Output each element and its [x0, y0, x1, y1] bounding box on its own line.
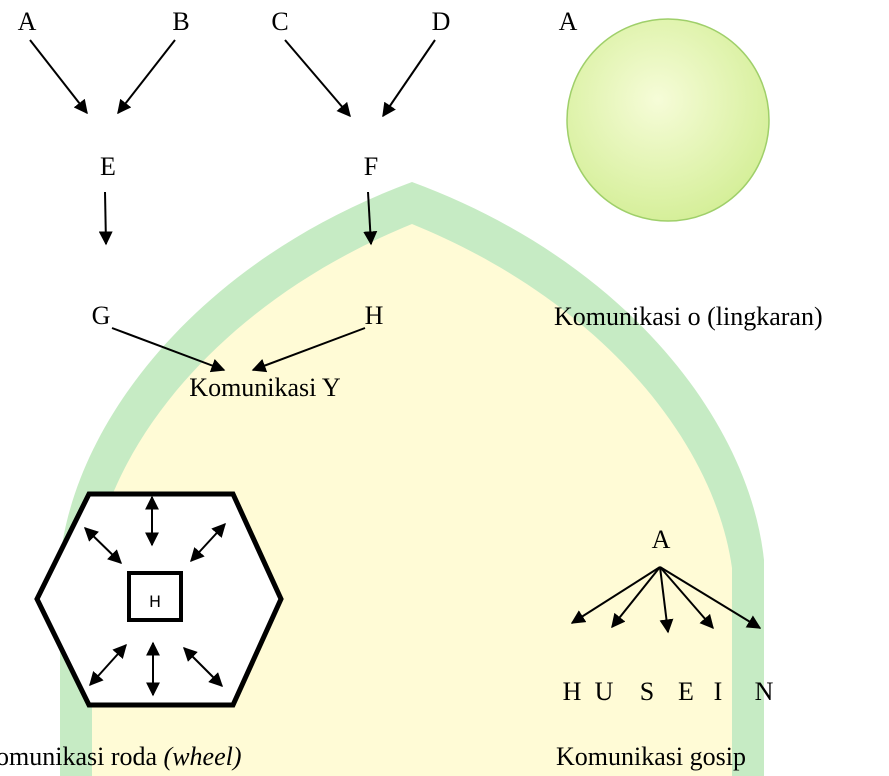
- gossip-source-label: A: [651, 525, 671, 554]
- caption-wheel-italic: (wheel): [163, 742, 242, 771]
- wheel-center-box: [127, 571, 183, 622]
- caption-circle-network: Komunikasi o (lingkaran): [554, 302, 823, 331]
- node-label-e: E: [100, 152, 116, 181]
- gossip-arrow-n: [659, 566, 762, 629]
- caption-y-network: Komunikasi Y: [189, 373, 341, 402]
- node-label-b: B: [172, 7, 190, 36]
- node-label-c: C: [271, 7, 289, 36]
- gossip-target-i: I: [713, 677, 723, 706]
- wheel-center-label: H: [148, 592, 162, 611]
- arrow-h-to-caption: [251, 327, 366, 373]
- gossip-target-s: S: [639, 677, 655, 706]
- node-label-h: H: [364, 301, 384, 330]
- wheel-arrow-top-left: [83, 527, 123, 564]
- caption-wheel-main: omunikasi roda: [0, 742, 164, 771]
- arrow-d-to-f: [382, 39, 436, 118]
- arrow-f-to-h: [363, 191, 378, 246]
- node-label-g: G: [91, 301, 111, 330]
- wheel-arrow-bottom-left: [89, 643, 127, 687]
- arrow-b-to-e: [117, 39, 176, 115]
- arrow-c-to-f: [284, 39, 351, 118]
- gossip-arrow-u: [611, 566, 661, 629]
- arrow-e-to-g: [98, 191, 113, 246]
- gossip-arrow-h: [570, 566, 661, 624]
- gossip-target-h: H: [562, 677, 582, 706]
- arrow-a-to-e: [29, 39, 88, 115]
- gossip-arrow-s: [659, 566, 674, 634]
- gossip-target-u: U: [594, 677, 614, 706]
- circle-node: [566, 18, 770, 222]
- node-label-a: A: [17, 7, 37, 36]
- node-label-circle-a: A: [558, 7, 578, 36]
- gossip-arrow-e: [659, 566, 714, 630]
- node-label-d: D: [431, 7, 451, 36]
- caption-gossip-network: Komunikasi gosip: [556, 742, 746, 771]
- node-label-f: F: [363, 152, 379, 181]
- wheel-arrow-bottom-right: [183, 647, 223, 687]
- wheel-arrow-top-right: [190, 522, 226, 563]
- caption-wheel-network: omunikasi roda (wheel): [0, 744, 242, 770]
- gossip-target-e: E: [678, 677, 694, 706]
- arrow-g-to-caption: [111, 327, 226, 373]
- gossip-target-n: N: [754, 677, 774, 706]
